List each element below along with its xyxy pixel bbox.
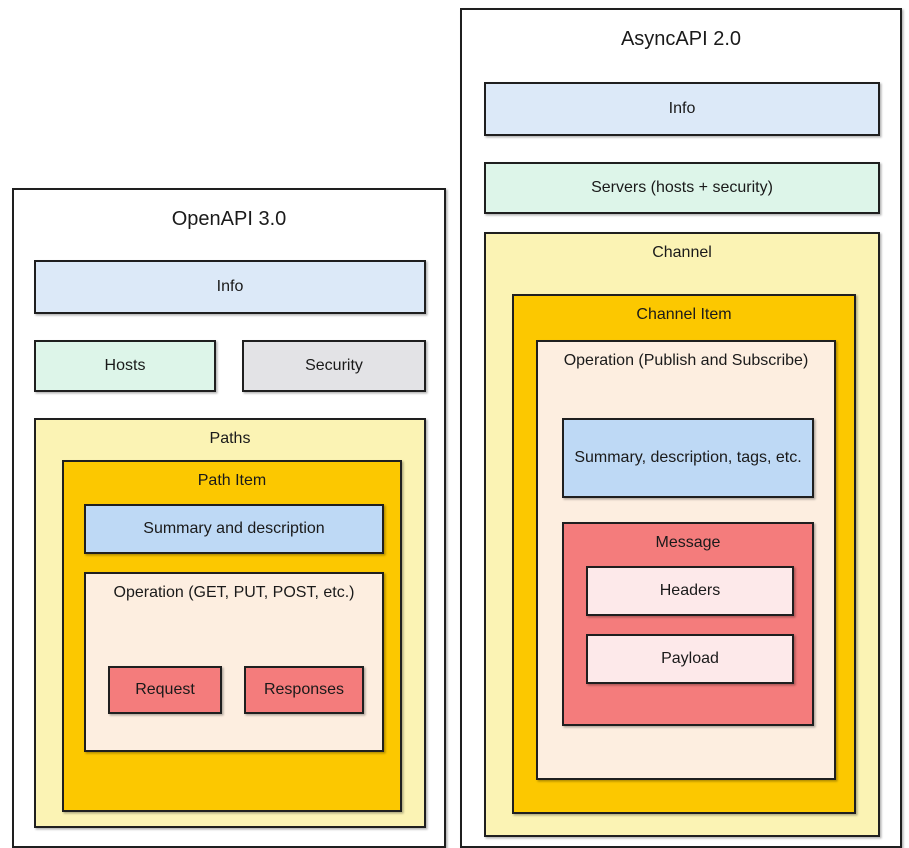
openapi-panel: OpenAPI 3.0 Info Hosts Security Paths Pa… (12, 188, 446, 848)
openapi-path-item-box: Path Item Summary and description Operat… (62, 460, 402, 812)
openapi-operation-box: Operation (GET, PUT, POST, etc.) Request… (84, 572, 384, 752)
asyncapi-panel: AsyncAPI 2.0 Info Servers (hosts + secur… (460, 8, 902, 848)
openapi-summary-box: Summary and description (84, 504, 384, 554)
openapi-responses-box: Responses (244, 666, 364, 714)
asyncapi-payload-label: Payload (661, 649, 719, 667)
asyncapi-headers-label: Headers (659, 581, 721, 599)
openapi-summary-label: Summary and description (143, 519, 325, 537)
asyncapi-channel-item-box: Channel Item Operation (Publish and Subs… (512, 294, 856, 814)
asyncapi-payload-box: Payload (586, 634, 794, 684)
asyncapi-operation-box: Operation (Publish and Subscribe) Summar… (536, 340, 836, 780)
asyncapi-headers-box: Headers (586, 566, 794, 616)
asyncapi-channel-box: Channel Channel Item Operation (Publish … (484, 232, 880, 837)
openapi-operation-label: Operation (GET, PUT, POST, etc.) (113, 584, 355, 601)
asyncapi-info-box: Info (484, 82, 880, 136)
openapi-hosts-box: Hosts (34, 340, 216, 392)
asyncapi-message-label: Message (655, 534, 721, 551)
asyncapi-message-box: Message Headers Payload (562, 522, 814, 726)
asyncapi-summary-label: Summary, description, tags, etc. (574, 448, 802, 466)
asyncapi-panel-title: AsyncAPI 2.0 (620, 28, 742, 50)
openapi-path-item-label: Path Item (197, 472, 267, 489)
openapi-security-label: Security (305, 356, 363, 374)
openapi-panel-title: OpenAPI 3.0 (171, 208, 287, 230)
asyncapi-channel-label: Channel (652, 244, 712, 261)
openapi-request-label: Request (135, 680, 195, 698)
openapi-hosts-label: Hosts (104, 356, 146, 374)
openapi-paths-label: Paths (209, 430, 251, 447)
asyncapi-summary-box: Summary, description, tags, etc. (562, 418, 814, 498)
openapi-paths-box: Paths Path Item Summary and description … (34, 418, 426, 828)
asyncapi-servers-label: Servers (hosts + security) (591, 178, 773, 196)
openapi-request-box: Request (108, 666, 222, 714)
asyncapi-info-label: Info (668, 99, 696, 117)
openapi-info-box: Info (34, 260, 426, 314)
asyncapi-channel-item-label: Channel Item (636, 306, 732, 323)
openapi-security-box: Security (242, 340, 426, 392)
asyncapi-operation-label: Operation (Publish and Subscribe) (563, 352, 809, 369)
openapi-info-label: Info (216, 277, 244, 295)
openapi-responses-label: Responses (263, 680, 345, 698)
asyncapi-servers-box: Servers (hosts + security) (484, 162, 880, 214)
